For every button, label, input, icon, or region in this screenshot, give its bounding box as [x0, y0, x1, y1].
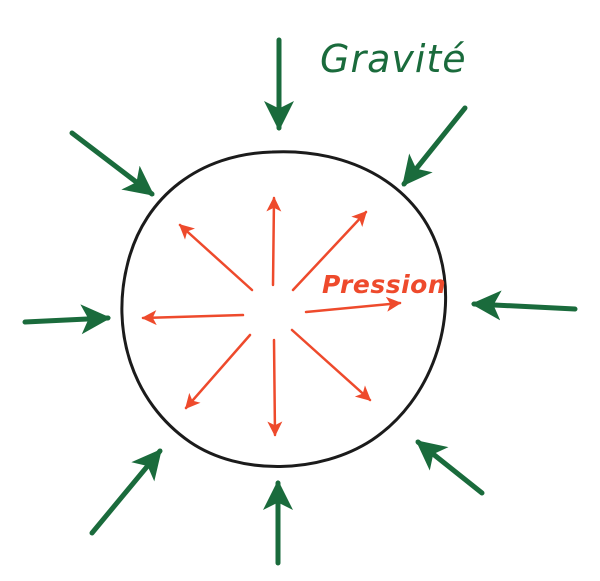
pressure-label: Pression — [322, 270, 446, 299]
pressure-arrow-up — [266, 196, 282, 287]
pressure-arrow-right — [304, 296, 402, 314]
pressure-arrow-left — [141, 310, 245, 326]
pressure-arrow-up-left — [178, 223, 254, 292]
pressure-arrow-down — [267, 338, 283, 437]
pressure-arrow-down-right — [290, 328, 372, 402]
gravity-arrow-top-right — [401, 105, 468, 187]
gravity-label: Gravité — [320, 37, 467, 81]
body-outline — [120, 150, 448, 468]
gravity-arrow-bottom-left — [89, 448, 163, 536]
pressure-arrow-up-right — [291, 210, 368, 292]
gravity-arrow-bottom-right — [415, 439, 485, 496]
gravity-arrows — [22, 37, 578, 566]
gravity-arrow-top-left — [69, 130, 155, 197]
pressure-arrows — [141, 196, 402, 437]
gravity-arrow-right — [471, 290, 578, 321]
pressure-arrow-down-left — [184, 333, 252, 410]
gravity-arrow-left — [22, 304, 111, 335]
